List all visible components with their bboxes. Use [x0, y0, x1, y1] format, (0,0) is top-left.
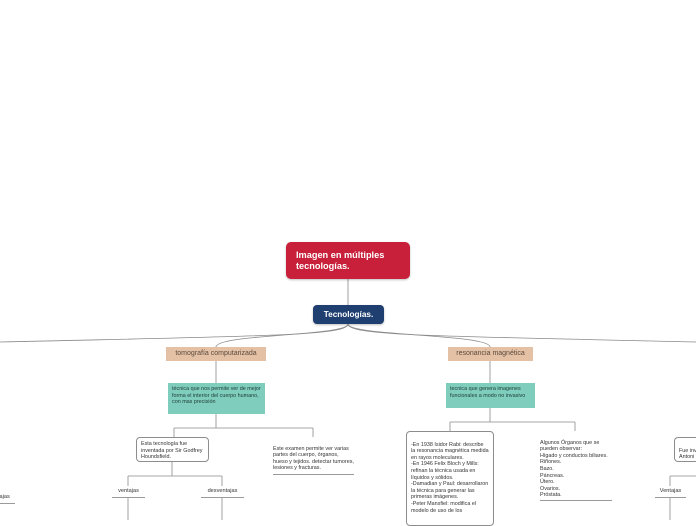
- topic-tecnologias-label: Tecnologías.: [323, 310, 374, 319]
- central-topic-title: Imagen en múltiples tecnologías.: [296, 250, 385, 271]
- link-reso-desc-branches: [449, 408, 576, 431]
- right-edge-ventajas[interactable]: Ventajas: [655, 488, 686, 498]
- tomografia-inventor-box[interactable]: Esta tecnología fue inventada por Sir Go…: [136, 437, 209, 462]
- resonancia-description[interactable]: tecnica que genera imagenes funcionales …: [446, 383, 535, 408]
- left-edge-ventajas-label: tajas: [0, 494, 10, 500]
- link-tecnologias-resonancia: [347, 323, 491, 348]
- topic-resonancia-label: resonancia magnética: [456, 350, 525, 357]
- resonancia-organos-note[interactable]: Algunos Órganos que se pueden observar: …: [540, 433, 612, 501]
- link-tomo-desc-branches: [173, 414, 314, 437]
- tomografia-description[interactable]: técnica que nos permite ver de mejor for…: [168, 383, 265, 414]
- topic-tecnologias[interactable]: Tecnologías.: [313, 305, 384, 324]
- resonancia-organos-text: Algunos Órganos que se pueden observar: …: [540, 439, 608, 499]
- link-tecnologias-right-edge: [347, 323, 696, 343]
- right-edge-ventajas-label: Ventajas: [659, 488, 682, 494]
- tomografia-uso-note[interactable]: Este examen permite ver varias partes de…: [273, 439, 354, 475]
- resonancia-description-text: tecnica que genera imagenes funcionales …: [450, 386, 526, 399]
- right-edge-inventor-text: Fue inve Antoni 1927: [679, 447, 696, 461]
- tomografia-inventor-text: Esta tecnología fue inventada por Sir Go…: [141, 441, 203, 461]
- tomografia-desventajas-label: desventajas: [207, 488, 238, 494]
- topic-tomografia[interactable]: tomografía computarizada: [166, 347, 266, 361]
- topic-tomografia-label: tomografía computarizada: [175, 350, 257, 357]
- tomografia-ventajas-label: ventajas: [118, 488, 139, 494]
- link-tecnologias-tomografia: [215, 323, 349, 348]
- tomografia-uso-text: Este examen permite ver varias partes de…: [273, 445, 354, 472]
- link-tecnologias-left-edge: [0, 323, 349, 343]
- link-right-inventor-branches: [669, 475, 696, 486]
- tomografia-ventajas[interactable]: ventajas: [112, 488, 145, 498]
- central-topic[interactable]: Imagen en múltiples tecnologías.: [286, 242, 410, 279]
- resonancia-historia-box[interactable]: -En 1938 Isidor Rabi: describe la resona…: [406, 431, 494, 526]
- link-inventor-branches: [127, 462, 223, 486]
- resonancia-historia-text: -En 1938 Isidor Rabi: describe la resona…: [411, 441, 489, 514]
- tomografia-description-text: técnica que nos permite ver de mejor for…: [172, 386, 261, 406]
- tomografia-desventajas[interactable]: desventajas: [201, 488, 244, 498]
- left-edge-ventajas[interactable]: tajas: [0, 494, 15, 504]
- topic-resonancia[interactable]: resonancia magnética: [448, 347, 533, 361]
- right-edge-inventor-box[interactable]: Fue inve Antoni 1927: [674, 437, 696, 462]
